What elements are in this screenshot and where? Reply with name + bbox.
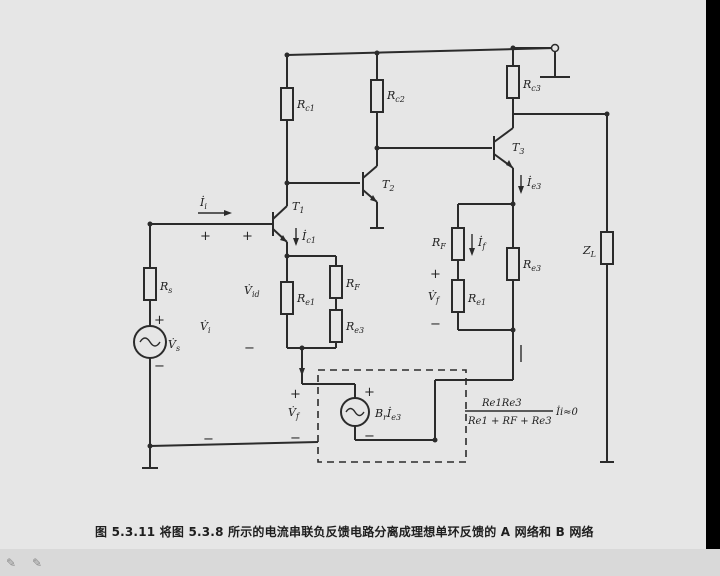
t3-label: T3 xyxy=(512,141,524,156)
rc3-resistor: Rc3 xyxy=(506,48,607,115)
input-network: Rs V̇s + − V̇i + − İi xyxy=(133,195,273,447)
textbook-page: Rc1 Rc2 Rc3 xyxy=(0,0,706,549)
ii-label: İi xyxy=(199,195,207,211)
ground-bus xyxy=(142,437,438,469)
vi-label: V̇i xyxy=(200,320,211,335)
t3-transistor: T3 xyxy=(493,114,524,248)
vs-label: V̇s xyxy=(168,338,180,353)
t1-label: T1 xyxy=(292,200,304,215)
emitter-network-t1: Re1 RF Re3 xyxy=(280,255,364,382)
t2-label: T2 xyxy=(382,178,394,193)
rc3-label: Rc3 xyxy=(522,78,541,93)
vi-plus: + xyxy=(200,229,211,244)
if-label: İf xyxy=(477,235,487,251)
re1-label: Re1 xyxy=(296,292,315,307)
formula-denominator: Re1 + RF + Re3 xyxy=(467,416,552,427)
source-label: Brİe3 xyxy=(374,406,401,422)
vf-left-label: V̇f xyxy=(288,406,301,421)
vf-right-minus: − xyxy=(430,317,441,332)
formula-numerator: Re1Re3 xyxy=(481,398,522,409)
vid-minus: − xyxy=(244,341,255,356)
pen-icon[interactable]: ✎ xyxy=(6,556,17,570)
load-zl: ZL xyxy=(582,114,614,463)
player-bar xyxy=(0,549,720,576)
t2-transistor: T2 xyxy=(362,147,492,229)
rf2-label: RF xyxy=(431,236,446,251)
feedback-network-box: + − Brİe3 + V̇f − xyxy=(288,369,467,463)
supply-rail xyxy=(286,43,570,78)
rc1-label: Rc1 xyxy=(296,98,315,113)
vid-marker: + V̇id − xyxy=(242,229,260,356)
t1-transistor: T1 xyxy=(272,182,360,256)
rs-label: Rs xyxy=(159,280,172,295)
vf-right-plus: + xyxy=(430,267,441,282)
feedback-formula: Re1Re3 Re1 + RF + Re3 İi≈0 xyxy=(465,398,579,427)
rc2-resistor: Rc2 xyxy=(370,53,405,148)
re1b-label: Re1 xyxy=(467,292,486,307)
figure-caption: 图 5.3.11 将图 5.3.8 所示的电流串联负反馈电路分离成理想单环反馈的… xyxy=(95,525,594,539)
formula-tail: İi≈0 xyxy=(555,406,579,418)
rf-label: RF xyxy=(345,277,360,292)
vi-minus: − xyxy=(203,432,214,447)
zl-label: ZL xyxy=(582,244,596,259)
rc1-resistor: Rc1 xyxy=(280,55,315,183)
vid-plus: + xyxy=(242,229,253,244)
re3-label: Re3 xyxy=(345,320,364,335)
ie3-label: İe3 xyxy=(526,175,541,191)
vf-left-plus: + xyxy=(290,387,301,402)
vf-left-minus: − xyxy=(290,431,301,446)
source-plus: + xyxy=(364,385,375,400)
pen-tool-icon[interactable]: ✎ xyxy=(32,556,43,570)
ic1-label: İc1 xyxy=(301,229,316,245)
re3b-label: Re3 xyxy=(522,258,541,273)
ic1-arrow: İc1 xyxy=(293,228,316,246)
source-minus: − xyxy=(364,429,375,444)
junction-dots xyxy=(147,45,610,351)
ie3-arrow: İe3 xyxy=(518,175,541,194)
emitter-network-t3: RF Re1 İf + V̇f − Re3 xyxy=(428,203,541,440)
vf-right-label: V̇f xyxy=(428,290,441,305)
vs-plus: + xyxy=(154,313,165,328)
rc2-label: Rc2 xyxy=(386,89,405,104)
circuit-schematic: Rc1 Rc2 Rc3 xyxy=(133,43,614,469)
vs-minus: − xyxy=(154,359,165,374)
vid-label: V̇id xyxy=(244,284,260,299)
